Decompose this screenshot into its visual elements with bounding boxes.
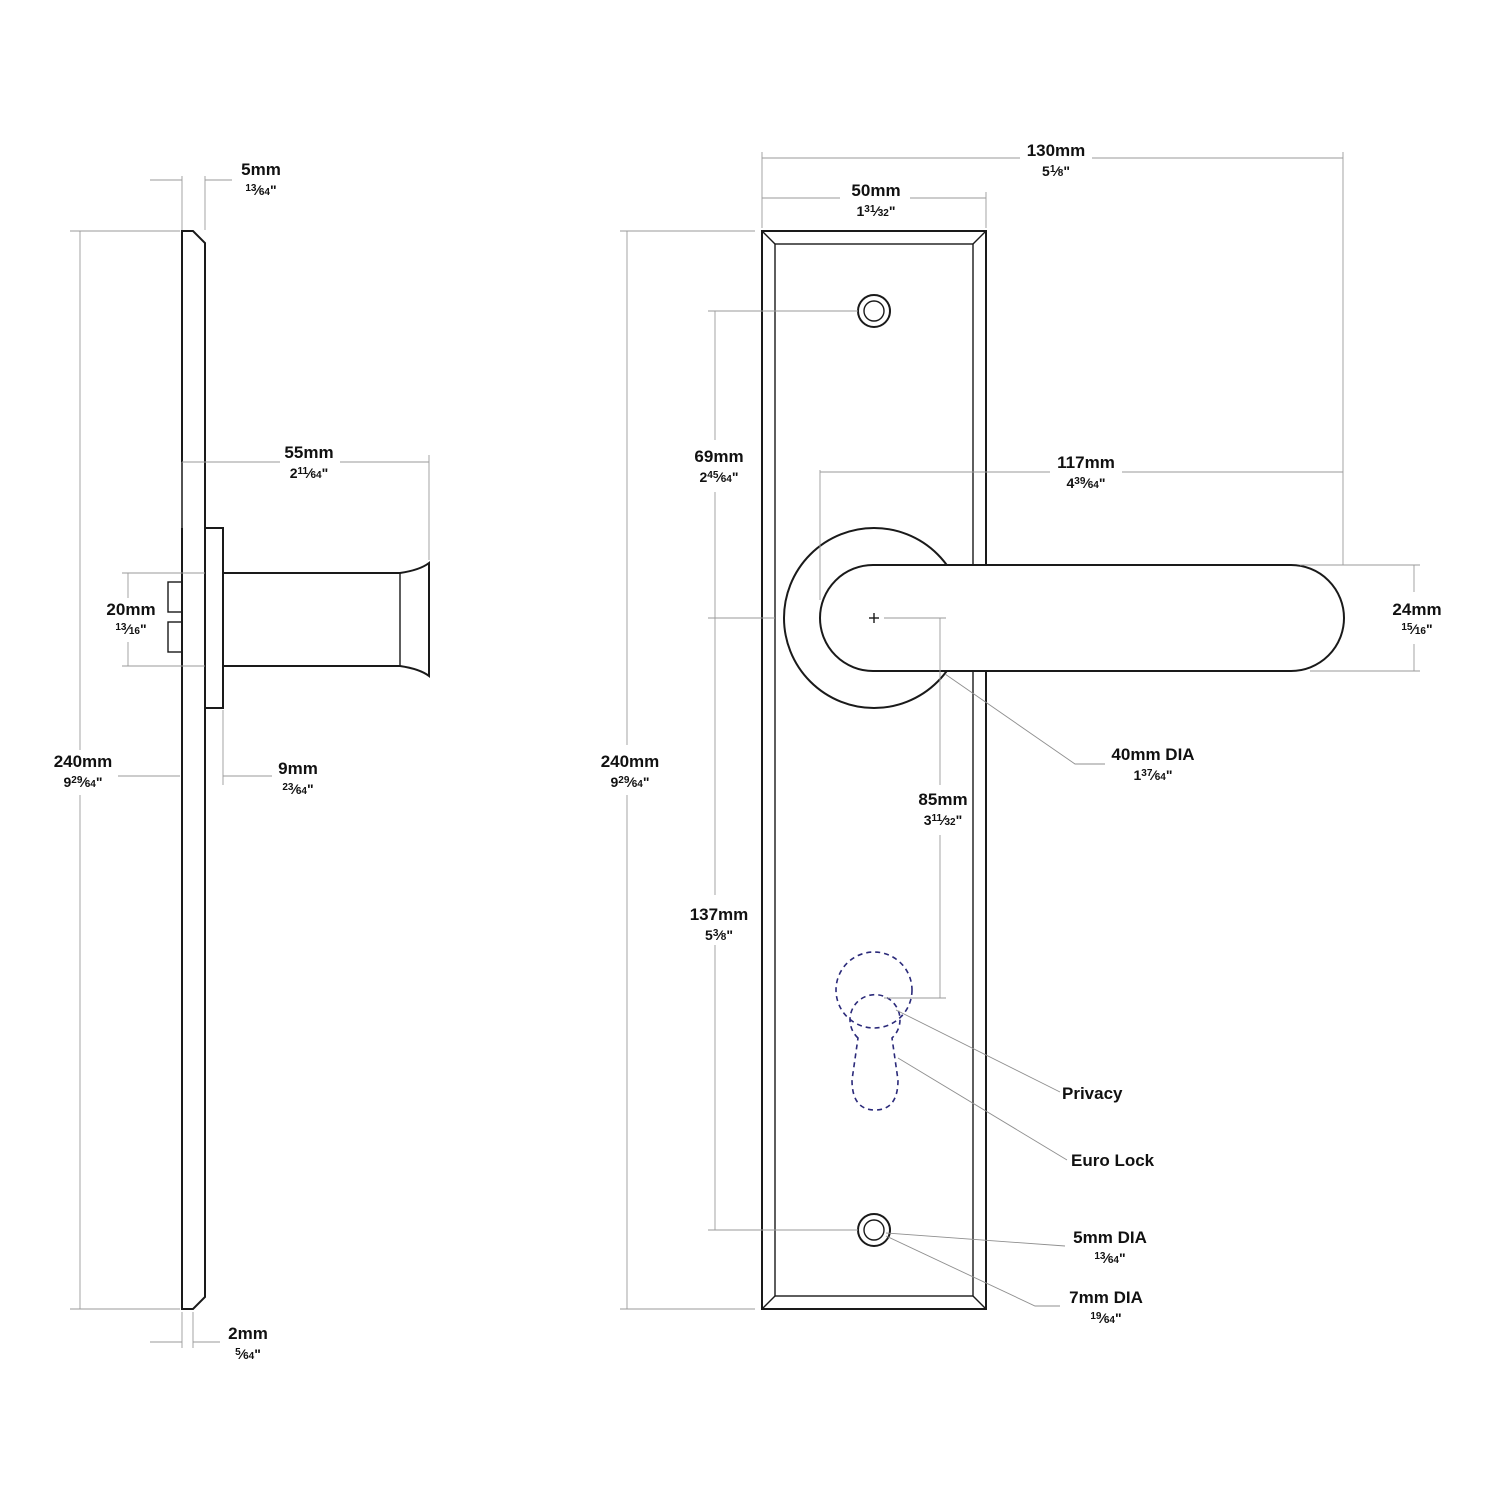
svg-text:20mm: 20mm: [106, 600, 155, 619]
svg-text:5mm DIA: 5mm DIA: [1073, 1228, 1147, 1247]
front-lever: [819, 564, 1345, 672]
svg-text:7mm DIA: 7mm DIA: [1069, 1288, 1143, 1307]
svg-text:929⁄64": 929⁄64": [63, 774, 102, 790]
dim-label-spindle-to-bottom-screw: 137mm 53⁄8": [690, 905, 749, 943]
side-view: [70, 176, 430, 1348]
dim-label-top-screw: 69mm 245⁄64": [694, 447, 743, 485]
euro-lock-label: Euro Lock: [1071, 1151, 1155, 1170]
svg-text:13⁄16": 13⁄16": [115, 621, 146, 637]
front-backplate-bevel: [774, 243, 974, 1297]
svg-text:240mm: 240mm: [54, 752, 113, 771]
svg-text:53⁄8": 53⁄8": [705, 927, 733, 943]
dim-label-rose-diameter: 40mm DIA 137⁄64": [1111, 745, 1194, 783]
dim-label-front-height: 240mm 929⁄64": [601, 752, 660, 790]
svg-text:24mm: 24mm: [1392, 600, 1441, 619]
dim-label-screw-head: 7mm DIA 19⁄64": [1069, 1288, 1143, 1326]
dim-label-overall-width: 130mm 51⁄8": [1027, 141, 1086, 179]
svg-text:5mm: 5mm: [241, 160, 281, 179]
side-lever: [223, 560, 430, 679]
svg-text:245⁄64": 245⁄64": [699, 469, 738, 485]
bottom-screw-head: [857, 1213, 891, 1247]
top-screw-head: [857, 294, 891, 328]
bottom-screw-hole: [863, 1219, 885, 1241]
svg-text:69mm: 69mm: [694, 447, 743, 466]
svg-text:50mm: 50mm: [851, 181, 900, 200]
svg-text:51⁄8": 51⁄8": [1042, 163, 1070, 179]
svg-text:13⁄64": 13⁄64": [1094, 1250, 1125, 1266]
svg-text:85mm: 85mm: [918, 790, 967, 809]
svg-text:9mm: 9mm: [278, 759, 318, 778]
dim-label-edge-thickness: 2mm 5⁄64": [228, 1324, 268, 1362]
svg-text:211⁄64": 211⁄64": [290, 465, 328, 481]
dim-label-projection: 55mm 211⁄64": [284, 443, 333, 481]
grub-screw-bottom: [167, 621, 183, 653]
side-backplate: [181, 230, 206, 1310]
svg-text:130mm: 130mm: [1027, 141, 1086, 160]
svg-text:117mm: 117mm: [1057, 453, 1115, 472]
svg-text:137⁄64": 137⁄64": [1133, 767, 1172, 783]
dim-label-spindle: 20mm 13⁄16": [106, 600, 155, 637]
svg-text:13⁄64": 13⁄64": [245, 182, 276, 198]
front-view: [620, 152, 1420, 1310]
dim-label-spindle-to-lock: 85mm 311⁄32": [918, 790, 967, 828]
svg-text:311⁄32": 311⁄32": [924, 812, 962, 828]
svg-text:5⁄64": 5⁄64": [235, 1346, 261, 1362]
svg-text:137mm: 137mm: [690, 905, 749, 924]
dim-label-side-height: 240mm 929⁄64": [54, 752, 113, 790]
svg-text:55mm: 55mm: [284, 443, 333, 462]
top-screw-hole: [863, 300, 885, 322]
svg-text:15⁄16": 15⁄16": [1401, 621, 1432, 637]
dim-label-plate-width: 50mm 131⁄32": [851, 181, 900, 219]
svg-text:23⁄64": 23⁄64": [282, 781, 313, 797]
grub-screw-top: [167, 581, 183, 613]
svg-text:40mm DIA: 40mm DIA: [1111, 745, 1194, 764]
dim-label-rose-depth: 9mm 23⁄64": [278, 759, 318, 797]
privacy-turn-outline: [835, 951, 913, 1029]
privacy-label: Privacy: [1062, 1084, 1123, 1103]
svg-text:19⁄64": 19⁄64": [1090, 1310, 1121, 1326]
front-backplate: [761, 230, 987, 1310]
dim-label-lever-length: 117mm 439⁄64": [1057, 453, 1115, 491]
svg-text:929⁄64": 929⁄64": [610, 774, 649, 790]
dim-label-lever-height: 24mm 15⁄16": [1392, 600, 1441, 637]
svg-text:240mm: 240mm: [601, 752, 660, 771]
dim-label-screw-hole: 5mm DIA 13⁄64": [1073, 1228, 1147, 1266]
svg-text:131⁄32": 131⁄32": [856, 203, 895, 219]
dim-label-plate-thickness: 5mm 13⁄64": [241, 160, 281, 198]
svg-text:2mm: 2mm: [228, 1324, 268, 1343]
side-rose: [204, 527, 224, 709]
svg-text:439⁄64": 439⁄64": [1066, 475, 1105, 491]
euro-lock-outline: [849, 993, 901, 1111]
